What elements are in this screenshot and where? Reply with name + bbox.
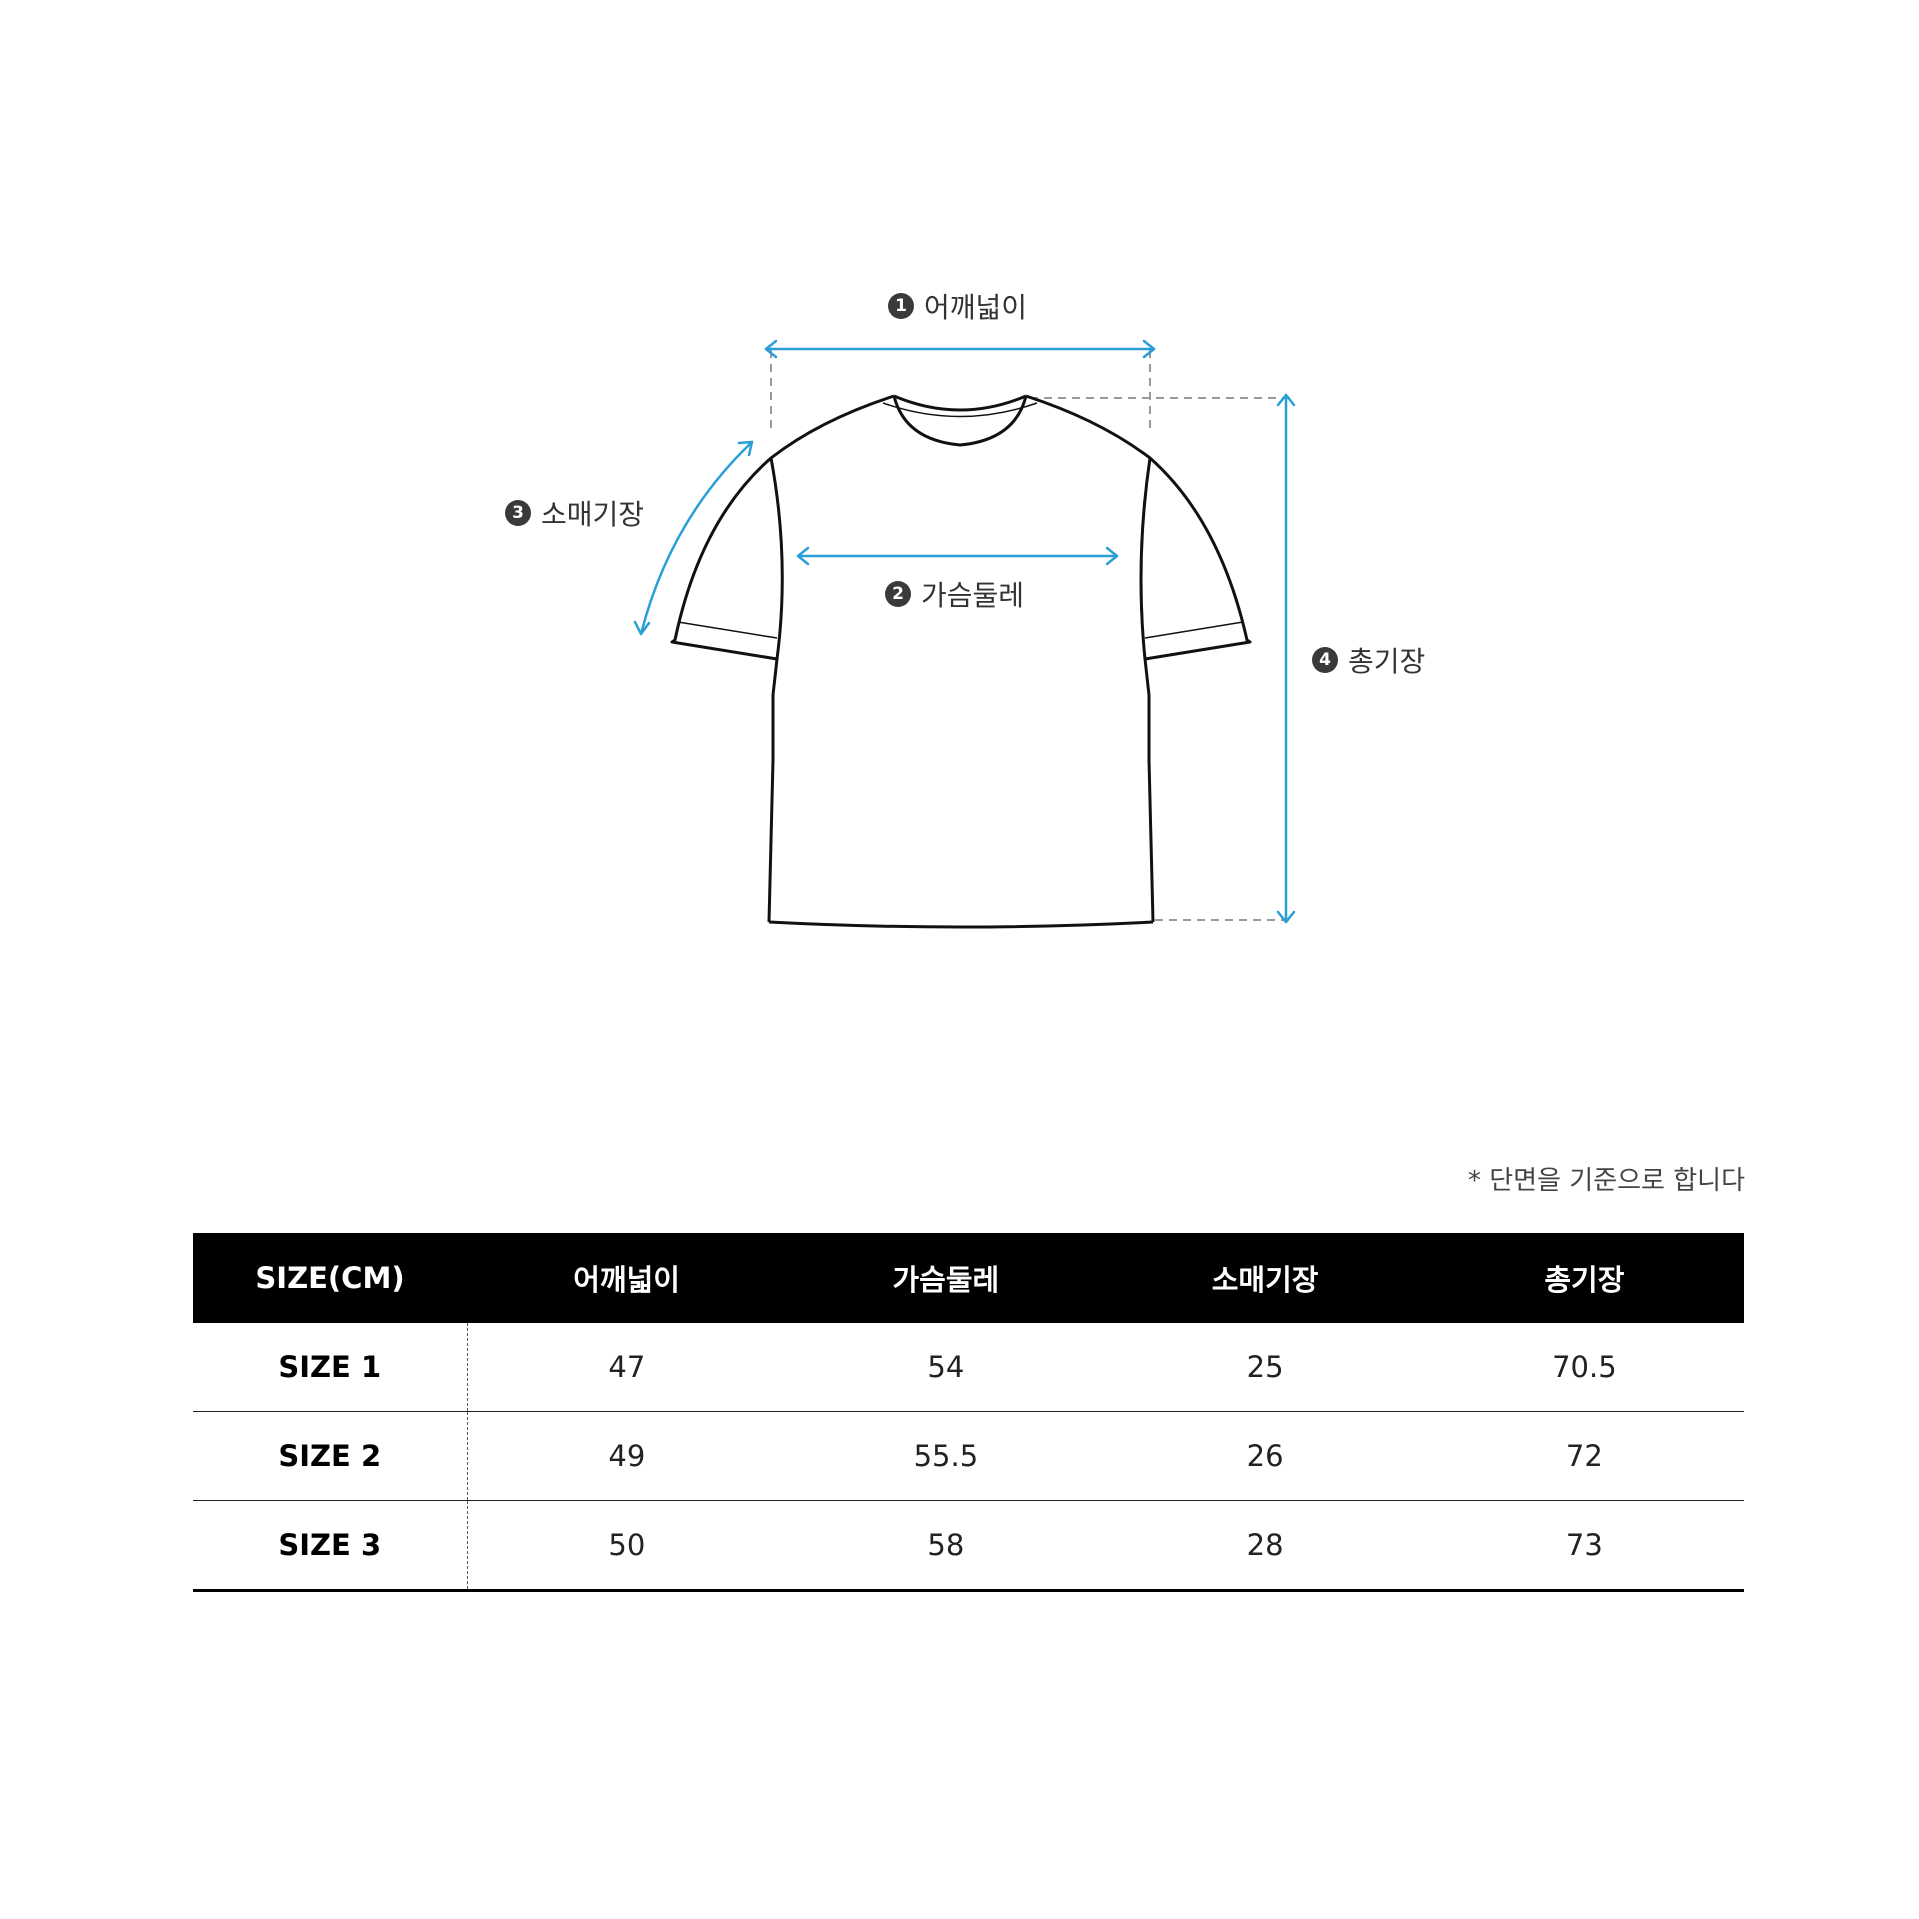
table-row: SIZE 1 47 54 25 70.5 <box>193 1323 1744 1412</box>
chest-text: 가슴둘레 <box>921 579 1025 612</box>
table-row: SIZE 2 49 55.5 26 72 <box>193 1411 1744 1501</box>
header-length: 총기장 <box>1424 1233 1744 1323</box>
tshirt-diagram: 1 어깨넓이 2 가슴둘레 3 소매기장 4 총기장 <box>505 286 1425 929</box>
cell-sleeve: 28 <box>1105 1500 1425 1592</box>
guide-lines <box>770 350 1290 921</box>
size-name: SIZE 1 <box>193 1323 468 1412</box>
sleeve-length-arrow <box>633 440 754 636</box>
cell-chest: 55.5 <box>786 1411 1106 1501</box>
cuff-and-collar-stitching <box>677 402 1244 639</box>
number-badge: 4 <box>1312 647 1338 673</box>
total-length-label: 4 총기장 <box>1312 640 1425 680</box>
tshirt-outline <box>670 394 1252 929</box>
shoulder-width-label: 1 어깨넓이 <box>888 286 1027 326</box>
number-badge: 3 <box>505 500 531 526</box>
total-length-arrow <box>1276 393 1296 924</box>
cell-chest: 58 <box>786 1500 1106 1592</box>
cell-chest: 54 <box>927 1350 965 1384</box>
size-table: SIZE(CM) 어깨넓이 가슴둘레 소매기장 총기장 SIZE 1 47 54… <box>193 1233 1744 1592</box>
cell-sleeve: 26 <box>1105 1411 1425 1501</box>
cross-section-note: * 단면을 기준으로 합니다 <box>1468 1166 1745 1196</box>
table-row: SIZE 3 50 58 28 73 <box>193 1500 1744 1592</box>
header-size: SIZE(CM) <box>193 1233 467 1323</box>
total-length-text: 총기장 <box>1348 645 1426 678</box>
chest-width-arrow <box>796 546 1119 566</box>
shoulder-width-text: 어깨넓이 <box>924 291 1028 324</box>
chest-label: 2 가슴둘레 <box>885 574 1024 614</box>
cell-length: 73 <box>1424 1500 1744 1592</box>
cell-length: 72 <box>1424 1411 1744 1501</box>
cell-sleeve: 25 <box>1246 1350 1284 1384</box>
cell-shoulder: 49 <box>467 1411 787 1501</box>
shoulder-width-arrow <box>764 339 1156 359</box>
header-sleeve: 소매기장 <box>1105 1233 1425 1323</box>
tshirt-illustration <box>633 339 1296 929</box>
sleeve-length-text: 소매기장 <box>541 498 645 531</box>
size-name: SIZE 3 <box>193 1500 468 1592</box>
table-header-row: SIZE(CM) 어깨넓이 가슴둘레 소매기장 총기장 <box>193 1233 1744 1323</box>
size-name: SIZE 2 <box>193 1411 468 1501</box>
cell-length: 70.5 <box>1552 1350 1617 1384</box>
number-badge: 2 <box>885 581 911 607</box>
header-chest: 가슴둘레 <box>786 1233 1106 1323</box>
sleeve-length-label: 3 소매기장 <box>505 493 644 533</box>
number-badge: 1 <box>888 293 914 319</box>
measure-arrows <box>633 339 1296 924</box>
cell-shoulder: 50 <box>467 1500 787 1592</box>
header-shoulder: 어깨넓이 <box>467 1233 787 1323</box>
cell-shoulder: 47 <box>608 1350 646 1384</box>
